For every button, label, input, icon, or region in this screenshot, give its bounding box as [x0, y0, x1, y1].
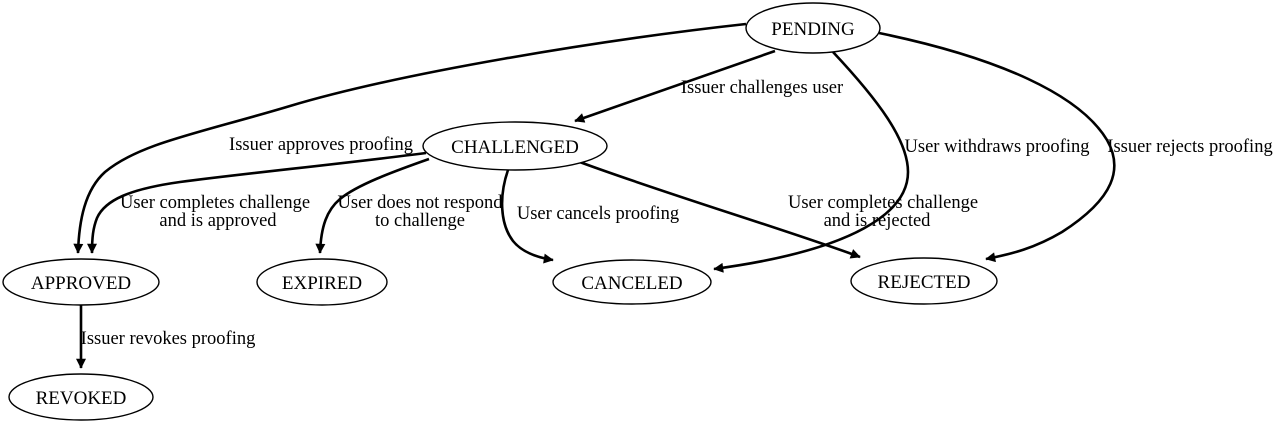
state-label-approved: APPROVED	[31, 273, 131, 294]
edge-pending-canceled	[713, 51, 910, 273]
edge-challenged-rejected	[576, 159, 861, 259]
state-ellipse-approved	[2, 258, 160, 306]
edge-challenged-expired	[315, 157, 430, 254]
state-ellipse-expired	[256, 258, 388, 306]
nodes: PENDING CHALLENGED APPROVED EXPIRED CANC…	[2, 2, 998, 421]
edge-pending-approved	[73, 22, 747, 254]
edge-pending-rejected	[878, 31, 1116, 263]
state-ellipse-pending	[745, 2, 881, 54]
edge-challenged-canceled	[500, 169, 554, 264]
edge-label-user-withdraws-proofing: User withdraws proofing	[905, 137, 1090, 157]
edge-label-user-does-not-respond-line1: User does not respond	[338, 193, 504, 213]
edge-label-user-completes-challenge-approved-line2: and is approved	[159, 211, 277, 231]
state-ellipse-challenged	[422, 121, 608, 171]
edge-label-user-does-not-respond-line2: to challenge	[375, 211, 465, 231]
edge-label-user-completes-challenge-approved-line1: User completes challenge	[120, 193, 310, 213]
edges	[73, 22, 1116, 369]
state-node-approved: APPROVED	[2, 258, 160, 306]
state-node-canceled: CANCELED	[552, 259, 712, 305]
state-ellipse-rejected	[850, 257, 998, 305]
edge-label-user-completes-challenge-rejected-line1: User completes challenge	[788, 193, 978, 213]
edge-label-user-cancels-proofing: User cancels proofing	[517, 204, 679, 224]
edge-labels: Issuer challenges user Issuer approves p…	[81, 78, 1273, 349]
state-label-expired: EXPIRED	[282, 273, 362, 294]
state-label-canceled: CANCELED	[581, 273, 682, 294]
edge-challenged-approved	[87, 151, 427, 254]
state-ellipse-canceled	[552, 259, 712, 305]
edge-label-issuer-revokes-proofing: Issuer revokes proofing	[81, 329, 256, 349]
state-label-rejected: REJECTED	[878, 272, 971, 293]
state-node-rejected: REJECTED	[850, 257, 998, 305]
state-node-revoked: REVOKED	[8, 373, 154, 421]
edge-pending-challenged	[574, 49, 776, 123]
state-ellipse-revoked	[8, 373, 154, 421]
state-label-challenged: CHALLENGED	[451, 137, 579, 158]
state-label-pending: PENDING	[771, 19, 855, 40]
state-node-challenged: CHALLENGED	[422, 121, 608, 171]
edge-label-issuer-challenges-user: Issuer challenges user	[681, 78, 843, 98]
edge-label-issuer-rejects-proofing: Issuer rejects proofing	[1107, 137, 1272, 157]
state-node-pending: PENDING	[745, 2, 881, 54]
edge-label-issuer-approves-proofing: Issuer approves proofing	[229, 135, 413, 155]
state-label-revoked: REVOKED	[36, 388, 127, 409]
edge-label-user-completes-challenge-rejected-line2: and is rejected	[824, 211, 932, 231]
state-node-expired: EXPIRED	[256, 258, 388, 306]
